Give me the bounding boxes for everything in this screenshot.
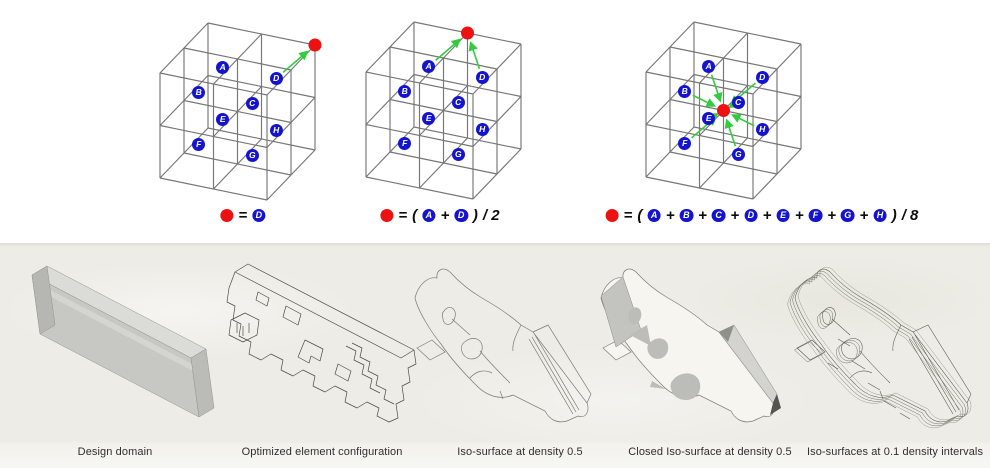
term-d: D (454, 208, 468, 223)
cell-label-e: E (216, 113, 230, 127)
red-dot (380, 209, 394, 222)
cell-label-c: C (731, 95, 745, 109)
cell-label-b: B (398, 84, 412, 98)
cell-label-e: E (422, 112, 436, 126)
cell-label-h: H (755, 123, 769, 137)
cube-wireframes (159, 21, 802, 201)
pipeline-renders-svg (31, 263, 972, 429)
equals-sign: = (623, 207, 633, 224)
term-a: A (647, 208, 661, 223)
divide-by-8: / 8 (901, 207, 919, 224)
caption-closed-iso-surface: Closed Iso-surface at density 0.5 (628, 446, 792, 458)
term-c: C (711, 208, 726, 223)
plus-sign: + (762, 207, 772, 224)
cell-label-d: D (475, 70, 489, 84)
cell-label-h: H (475, 123, 489, 137)
close-paren: ) (472, 207, 478, 224)
red-dot (220, 209, 234, 222)
open-paren: ( (637, 207, 643, 224)
plus-sign: + (859, 207, 869, 224)
open-paren: ( (412, 207, 418, 224)
cell-label-a: A (216, 60, 230, 74)
cell-label-c: C (451, 95, 465, 109)
cell-label-a: A (422, 59, 436, 73)
plus-sign: + (827, 207, 836, 224)
formula-edge-node: = ( A + D ) / 2 (380, 207, 500, 224)
divide-by-2: / 2 (482, 207, 500, 224)
cell-label-f: F (678, 137, 692, 151)
cell-label-h: H (269, 124, 283, 138)
formula-center-node: = ( A + B + C + D + E + F + G + H ) / 8 (605, 207, 919, 224)
term-h: H (873, 208, 887, 223)
plus-sign: + (794, 207, 804, 224)
plus-sign: + (665, 207, 675, 224)
cell-label-g: G (451, 148, 465, 162)
term-g: G (840, 208, 855, 223)
term-e: E (776, 208, 790, 223)
plus-sign: + (730, 207, 740, 224)
close-paren: ) (891, 207, 897, 224)
red-dot (605, 209, 619, 222)
cell-label-d: D (755, 70, 769, 84)
caption-iso-surface: Iso-surface at density 0.5 (457, 446, 583, 458)
red-sample-dot (717, 104, 730, 117)
cell-label-f: F (192, 138, 206, 152)
cell-label-f: F (398, 137, 412, 151)
cell-label-c: C (245, 96, 259, 110)
red-sample-dot (461, 26, 474, 40)
equals-sign: = (238, 207, 248, 224)
cell-label-b: B (192, 85, 206, 99)
red-sample-dots (308, 26, 730, 117)
plus-sign: + (440, 207, 450, 224)
red-sample-dot (308, 38, 322, 52)
term-d: D (252, 208, 266, 223)
plus-sign: + (698, 207, 707, 224)
term-f: F (808, 208, 823, 223)
cube-diagrams-svg (159, 21, 802, 201)
optimization-pipeline: Design domain Optimized element configur… (0, 243, 990, 468)
design-domain-render (31, 265, 215, 418)
term-a: A (422, 208, 436, 223)
caption-iso-intervals: Iso-surfaces at 0.1 density intervals (806, 446, 984, 458)
equals-sign: = (398, 207, 408, 224)
optimized-elements-render (226, 263, 417, 423)
iso-surface-render (414, 268, 592, 423)
caption-optimized-elements: Optimized element configuration (241, 446, 403, 458)
cell-label-b: B (678, 84, 692, 98)
cell-label-g: G (245, 149, 259, 163)
cell-label-a: A (702, 59, 716, 73)
formula-corner-node: = D (220, 207, 266, 224)
cell-label-d: D (269, 71, 283, 85)
cell-label-g: G (731, 148, 745, 162)
caption-design-domain: Design domain (77, 446, 153, 458)
node-sampling-diagrams: A B C D E F G H A B C D E F G H A B C D … (159, 21, 919, 224)
iso-surface-intervals-render (787, 266, 972, 429)
term-d: D (744, 208, 758, 223)
closed-iso-surface-render (600, 268, 781, 423)
term-b: B (679, 208, 694, 223)
